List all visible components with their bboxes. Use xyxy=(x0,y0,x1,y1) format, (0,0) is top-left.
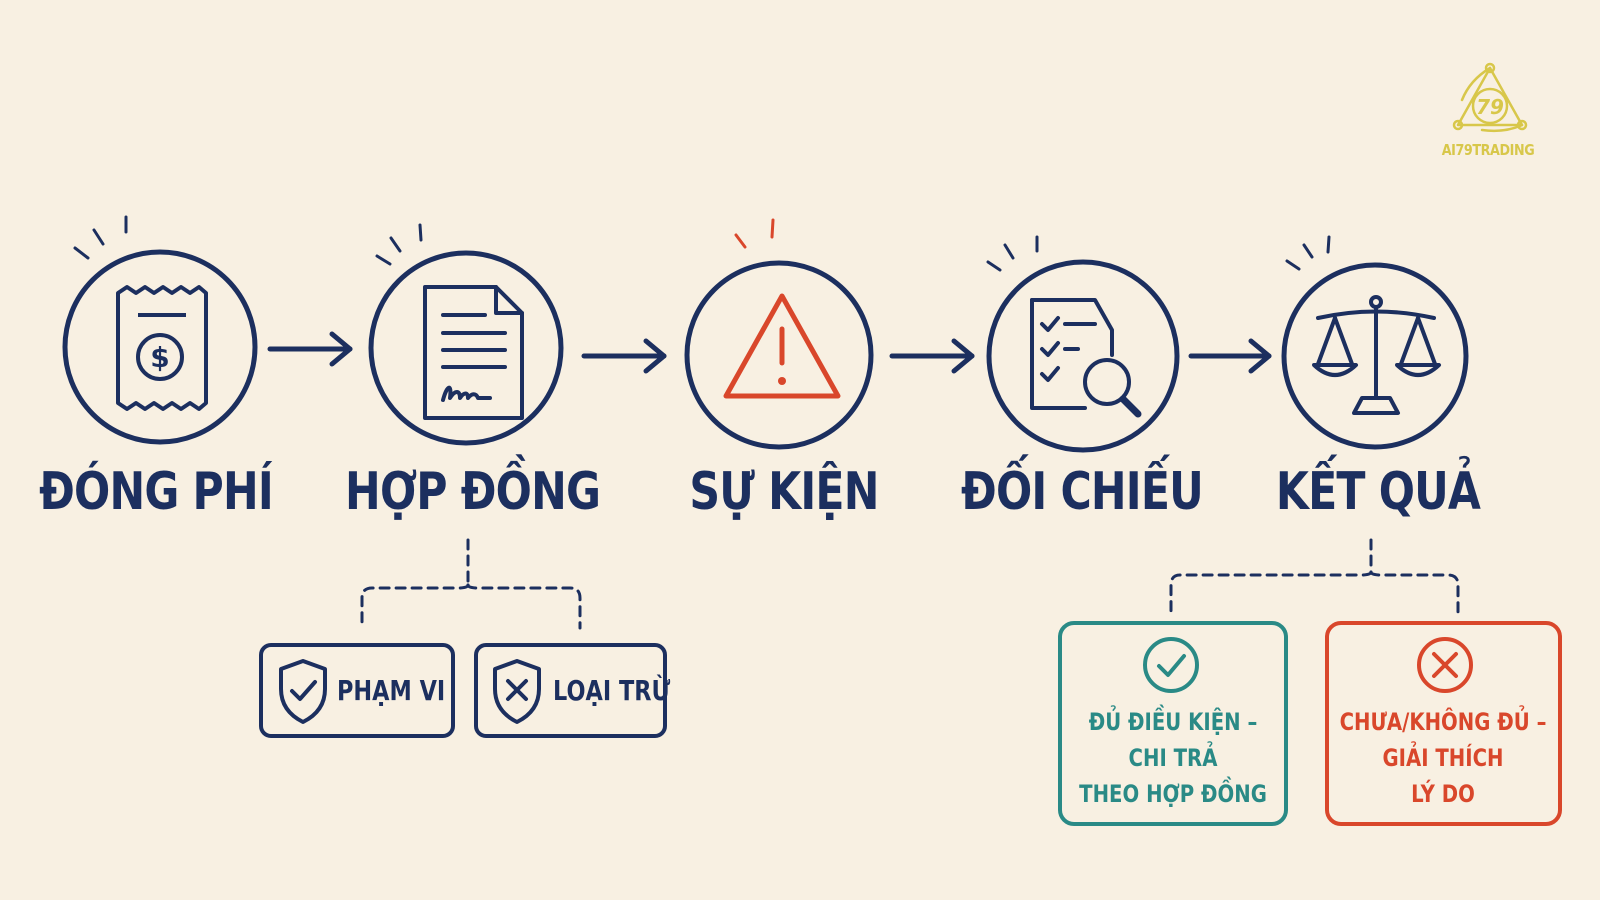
arrow-1 xyxy=(267,331,353,367)
checklist-magnifier-icon xyxy=(1030,298,1142,418)
shield-check-icon xyxy=(279,659,327,724)
approved-result-box xyxy=(1058,621,1288,826)
rejected-line-2: GIẢI THÍCH xyxy=(1382,744,1504,772)
check-circle-icon xyxy=(1143,637,1199,693)
exclusion-tag xyxy=(474,643,667,738)
sparkle-lines xyxy=(986,235,1039,272)
approved-line-3: THEO HỢP ĐỒNG xyxy=(1079,780,1267,808)
step-label-ket-qua: KẾT QUẢ xyxy=(1275,462,1481,522)
warning-triangle-icon xyxy=(723,293,841,399)
approved-line-1: ĐỦ ĐIỀU KIỆN – xyxy=(1088,708,1258,736)
step-label-dong-phi: ĐÓNG PHÍ xyxy=(39,462,274,522)
step-label-doi-chieu: ĐỐI CHIẾU xyxy=(961,462,1204,522)
step-label-su-kien: SỰ KIỆN xyxy=(689,462,879,522)
rejected-line-1: CHƯA/KHÔNG ĐỦ – xyxy=(1339,708,1547,736)
rejected-result-box xyxy=(1325,621,1562,826)
step-dong-phi-node: $ xyxy=(62,215,258,445)
sparkle-lines xyxy=(73,215,128,260)
arrow-3 xyxy=(889,338,975,374)
x-circle-icon xyxy=(1417,637,1473,693)
shield-x-icon xyxy=(493,659,541,724)
brand-logo-text: AI79TRADING xyxy=(1441,141,1535,159)
arrow-4 xyxy=(1188,338,1272,374)
scope-tag xyxy=(259,643,455,738)
approved-result-text: ĐỦ ĐIỀU KIỆN – CHI TRẢ THEO HỢP ĐỒNG xyxy=(1064,704,1282,812)
rejected-result-text: CHƯA/KHÔNG ĐỦ – GIẢI THÍCH LÝ DO xyxy=(1330,704,1556,812)
result-branch-connector xyxy=(1169,538,1460,614)
rejected-line-3: LÝ DO xyxy=(1411,780,1475,808)
step-doi-chieu-node xyxy=(986,235,1180,453)
logo-mark: 79 xyxy=(1476,95,1504,119)
approved-line-2: CHI TRẢ xyxy=(1128,744,1218,772)
sparkle-lines xyxy=(734,218,775,249)
scope-tag-label: PHẠM VI xyxy=(337,674,446,707)
step-ket-qua-node xyxy=(1281,235,1469,450)
svg-text:$: $ xyxy=(150,341,169,374)
sparkle-lines xyxy=(375,223,423,266)
brand-logo xyxy=(1452,62,1528,133)
sparkle-lines xyxy=(1285,235,1331,271)
contract-branch-connector xyxy=(360,538,582,630)
receipt-dollar-icon xyxy=(116,285,208,411)
arrow-2 xyxy=(581,338,667,374)
step-hop-dong-node xyxy=(368,223,564,446)
balance-scale-icon xyxy=(1312,295,1441,415)
step-label-hop-dong: HỢP ĐỒNG xyxy=(345,462,601,522)
contract-document-icon xyxy=(423,285,524,420)
exclusion-tag-label: LOẠI TRỪ xyxy=(553,674,671,707)
step-su-kien-node xyxy=(684,218,874,450)
